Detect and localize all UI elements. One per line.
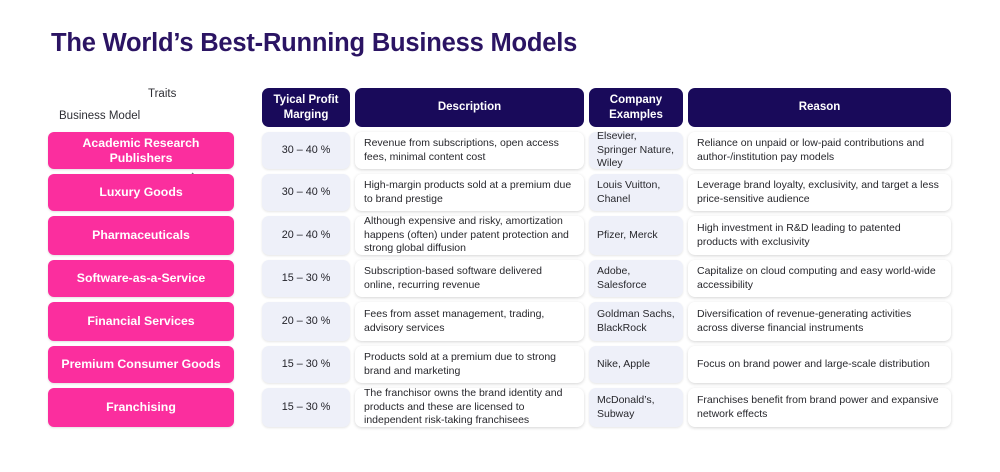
description-cell: Revenue from subscriptions, open access … [355,132,584,169]
company-examples-cell-text: Elsevier, Springer Nature, Wiley [597,129,675,170]
business-model-chip[interactable]: Franchising [48,388,234,427]
business-model-chip[interactable]: Pharmaceuticals [48,216,234,255]
business-model-chip-text: Pharmaceuticals [92,228,190,243]
description-cell-text: Products sold at a premium due to strong… [364,350,557,377]
rows-axis-label: Business Model [59,110,141,122]
business-model-chip[interactable]: Financial Services [48,302,234,341]
description-cell-text: Fees from asset management, trading, adv… [364,307,545,334]
description-cell-text: Subscription-based software delivered on… [364,264,543,291]
business-model-chip[interactable]: Luxury Goods [48,174,234,211]
description-cell: Products sold at a premium due to strong… [355,346,584,383]
header-line: Description [437,101,502,114]
company-examples-cell: Goldman Sachs, BlackRock [589,302,683,341]
table-row: Pharmaceuticals 20 – 40 % Although expensi… [48,214,952,255]
table-row: Software-as-a-Service 15 – 30 % Subscripti… [48,260,952,297]
table-row: Financial Services 20 – 30 % Fees from ass… [48,302,952,341]
description-cell-text: High-margin products sold at a premium d… [364,178,572,205]
company-examples-cell: Louis Vuitton, Chanel [589,174,683,211]
reason-cell: Franchises benefit from brand power and … [688,388,951,427]
profit-margin-cell: 30 – 40 % [262,174,350,211]
profit-margin-cell: 15 – 30 % [262,346,350,383]
company-examples-cell: Pfizer, Merck [589,216,683,255]
table-row: Premium Consumer Goods 15 – 30 % Products … [48,346,952,383]
profit-margin-cell: 15 – 30 % [262,388,350,427]
header-line: Examples [609,108,663,121]
description-cell-text: The franchisor owns the brand identity a… [364,386,563,427]
business-model-chip-text: Academic Research Publishers [82,135,200,165]
header-line: Reason [798,101,841,114]
company-examples-cell-text: Goldman Sachs, BlackRock [597,307,675,334]
header-corner-spacer [48,88,234,127]
reason-cell-text: Diversification of revenue-generating ac… [697,307,912,334]
description-cell: Subscription-based software delivered on… [355,260,584,297]
business-model-chip[interactable]: Premium Consumer Goods [48,346,234,383]
description-cell: The franchisor owns the brand identity a… [355,386,584,427]
profit-margin-cell: 30 – 40 % [262,132,350,169]
profit-margin-cell-text: 15 – 30 % [281,401,331,414]
company-examples-cell-text: Nike, Apple [597,357,651,370]
description-cell: Fees from asset management, trading, adv… [355,302,584,341]
table-row: Franchising 15 – 30 % The franchisor owns … [48,386,952,427]
reason-cell-text: Reliance on unpaid or low-paid contribut… [697,136,925,163]
table-row: Luxury Goods 30 – 40 % High-margin product… [48,174,952,211]
description-cell: High-margin products sold at a premium d… [355,174,584,211]
company-examples-cell-text: Adobe, Salesforce [597,264,647,291]
description-cell-text: Although expensive and risky, amortizati… [364,214,569,255]
reason-cell: Focus on brand power and large-scale dis… [688,346,951,383]
page-title: The World’s Best-Running Business Models [51,29,578,57]
table-row: Academic Research Publishers 30 – 40 % Rev… [48,129,952,170]
description-cell: Although expensive and risky, amortizati… [355,214,584,255]
company-examples-cell: McDonald’s, Subway [589,388,683,427]
reason-cell-text: Franchises benefit from brand power and … [697,393,939,420]
profit-margin-cell-text: 30 – 40 % [281,144,331,157]
profit-margin-cell-text: 20 – 30 % [281,315,331,328]
header-line: Company [609,94,663,107]
profit-margin-cell-text: 30 – 40 % [281,186,331,199]
header-line: Marging [283,108,329,121]
profit-margin-cell: 15 – 30 % [262,260,350,297]
business-model-chip[interactable]: Academic Research Publishers [48,132,234,169]
table-body: Academic Research Publishers 30 – 40 % Rev… [48,129,952,427]
profit-margin-cell-text: 15 – 30 % [281,358,331,371]
company-examples-cell: Elsevier, Springer Nature, Wiley [589,129,683,170]
profit-margin-cell: 20 – 30 % [262,302,350,341]
profit-margin-cell-text: 20 – 40 % [281,229,331,242]
business-model-chip-text: Financial Services [87,314,195,329]
company-examples-cell-text: McDonald’s, Subway [597,393,655,420]
reason-cell-text: Focus on brand power and large-scale dis… [697,357,930,370]
columns-axis-label: Traits [148,88,177,100]
description-cell-text: Revenue from subscriptions, open access … [364,136,559,163]
business-model-chip-text: Software-as-a-Service [76,271,206,286]
column-header-description: Description [355,88,584,127]
company-examples-cell: Nike, Apple [589,346,683,383]
reason-cell: Leverage brand loyalty, exclusivity, and… [688,174,951,211]
company-examples-cell-text: Pfizer, Merck [597,228,658,241]
reason-cell-text: Capitalize on cloud computing and easy w… [697,264,936,291]
business-model-chip-text: Luxury Goods [99,185,183,200]
column-header-reason: Reason [688,88,951,127]
company-examples-cell-text: Louis Vuitton, Chanel [597,178,661,205]
profit-margin-cell-text: 15 – 30 % [281,272,331,285]
reason-cell: Reliance on unpaid or low-paid contribut… [688,132,951,169]
business-model-chip-text: Premium Consumer Goods [61,357,221,372]
reason-cell: Diversification of revenue-generating ac… [688,302,951,341]
reason-cell: High investment in R&D leading to patent… [688,216,951,255]
business-model-chip[interactable]: Software-as-a-Service [48,260,234,297]
business-model-chip-text: Franchising [106,400,176,415]
reason-cell: Capitalize on cloud computing and easy w… [688,260,951,297]
reason-cell-text: High investment in R&D leading to patent… [697,221,901,248]
profit-margin-cell: 20 – 40 % [262,216,350,255]
reason-cell-text: Leverage brand loyalty, exclusivity, and… [697,178,939,205]
header-line: Tyical Profit [273,94,339,107]
company-examples-cell: Adobe, Salesforce [589,260,683,297]
